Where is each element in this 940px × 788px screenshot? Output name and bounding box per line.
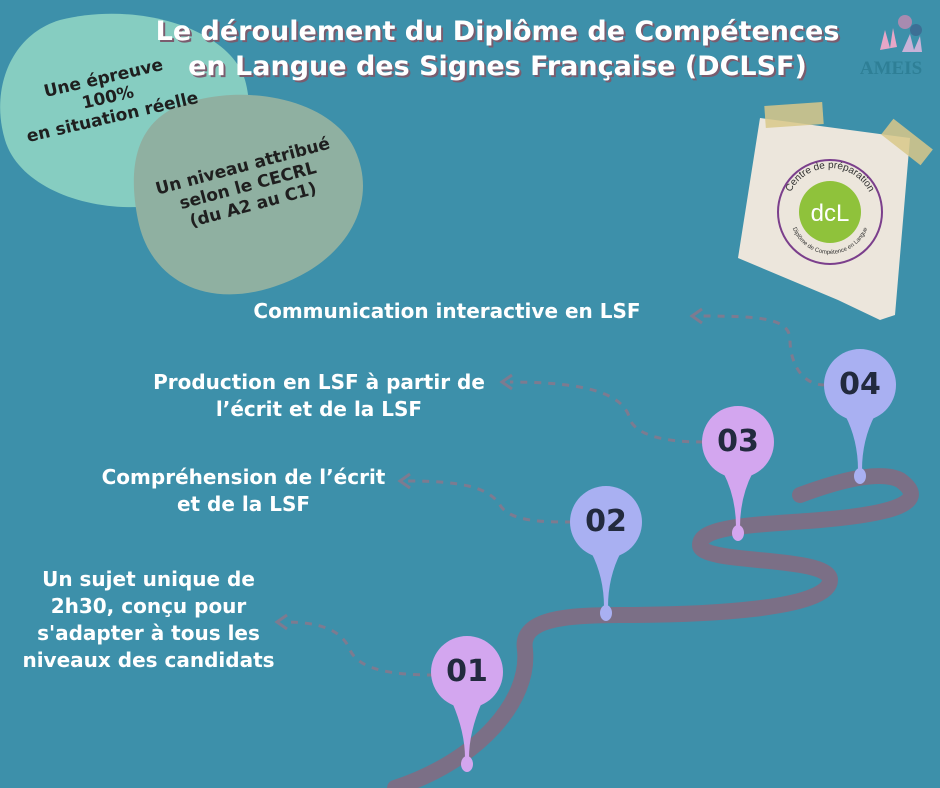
badge-center-text: dcL xyxy=(811,200,850,227)
arrow-02 xyxy=(397,472,411,490)
blob-niveau xyxy=(133,94,364,295)
pin-01-number: 01 xyxy=(446,654,488,689)
pin-04-number: 04 xyxy=(839,367,881,402)
winding-road xyxy=(387,467,919,788)
arrow-01 xyxy=(274,613,288,631)
pin-03-number: 03 xyxy=(717,424,759,459)
page-title: Le déroulement du Diplôme de Compétences… xyxy=(130,14,865,84)
step-02-line-2: et de la LSF xyxy=(176,492,311,516)
step-01-line-2: 2h30, conçu pour xyxy=(50,594,247,618)
connector-04 xyxy=(699,314,826,387)
step-04-label: Communication interactive en LSF xyxy=(222,298,672,325)
step-03-label: Production en LSF à partir de l’écrit et… xyxy=(124,369,514,423)
pin-04 xyxy=(824,349,896,484)
step-04-line-1: Communication interactive en LSF xyxy=(253,299,641,323)
pin-02 xyxy=(570,486,642,621)
connector-02 xyxy=(407,479,573,524)
step-02-label: Compréhension de l’écrit et de la LSF xyxy=(76,464,411,518)
connector-03 xyxy=(509,380,704,444)
step-03-line-1: Production en LSF à partir de xyxy=(153,370,485,394)
step-01-label: Un sujet unique de 2h30, conçu pour s'ad… xyxy=(6,566,291,674)
pin-03 xyxy=(702,406,774,541)
step-01-line-4: niveaux des candidats xyxy=(22,648,275,672)
step-01-line-1: Un sujet unique de xyxy=(42,567,255,591)
step-03-line-2: l’écrit et de la LSF xyxy=(215,397,423,421)
title-line-1: Le déroulement du Diplôme de Compétences xyxy=(155,16,840,47)
pin-02-number: 02 xyxy=(585,504,627,539)
step-02-line-1: Compréhension de l’écrit xyxy=(101,465,386,489)
pin-01 xyxy=(431,636,503,772)
title-line-2: en Langue des Signes Française (DCLSF) xyxy=(188,51,807,82)
arrow-03 xyxy=(499,373,513,391)
tape-left xyxy=(764,102,824,128)
arrow-04 xyxy=(689,307,703,325)
connector-01 xyxy=(284,620,435,677)
step-01-line-3: s'adapter à tous les xyxy=(37,621,260,645)
ameis-hands-icon xyxy=(880,15,922,52)
tape-right xyxy=(881,118,933,166)
ameis-logo-text: AMEIS xyxy=(859,58,923,79)
